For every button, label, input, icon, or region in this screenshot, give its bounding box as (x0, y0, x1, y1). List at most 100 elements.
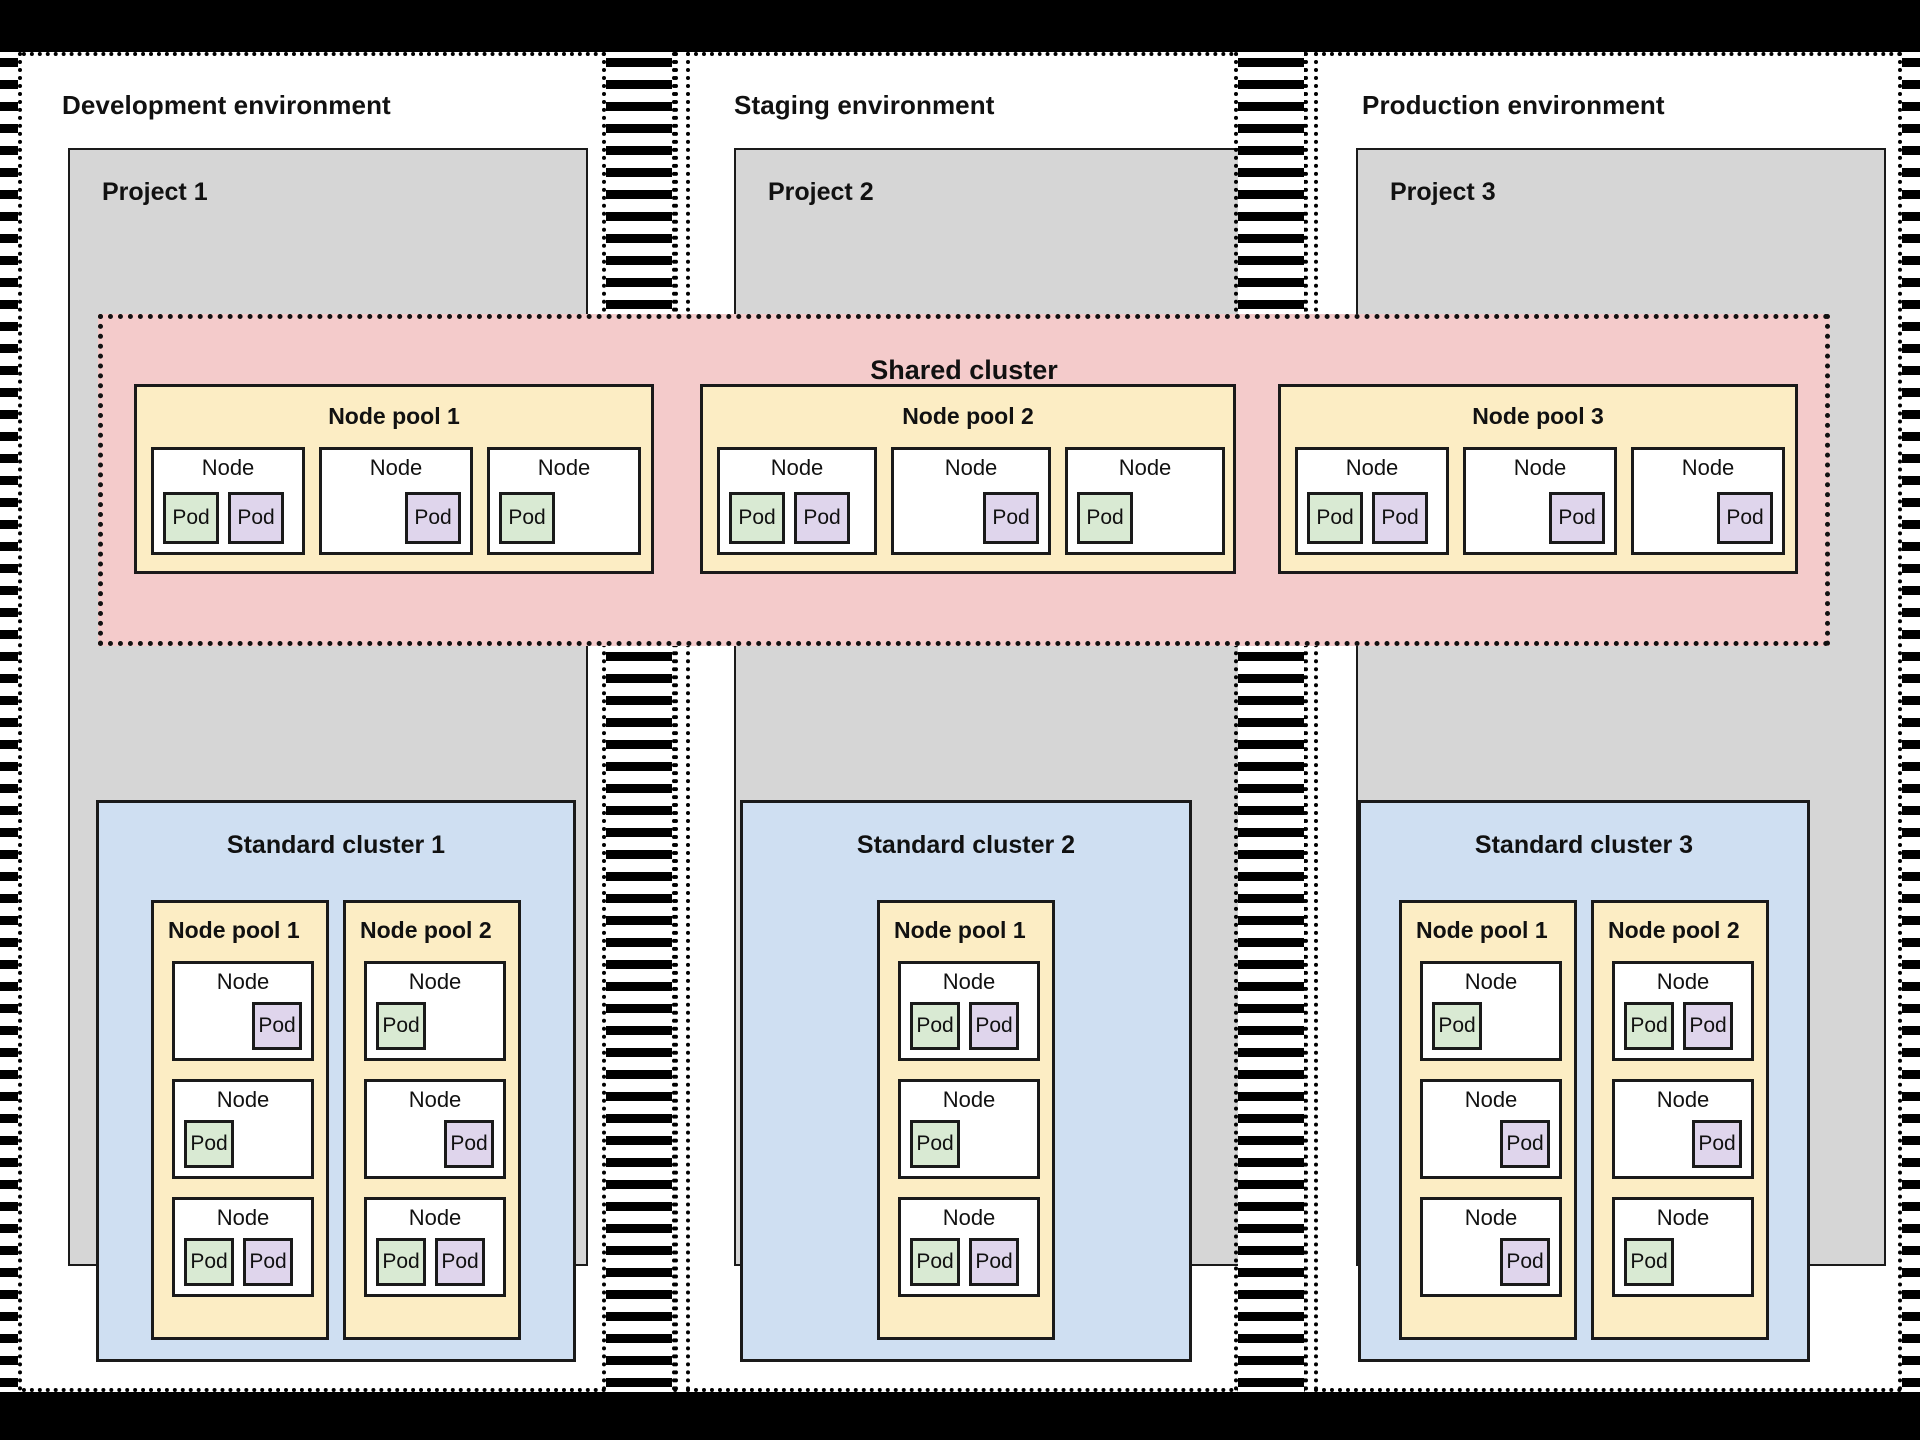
node-label: Node (216, 969, 270, 994)
node-label: Node (369, 455, 423, 480)
environment-title: Staging environment (734, 90, 995, 120)
node-pool-title: Node pool 1 (168, 917, 300, 943)
node-label: Node (1118, 455, 1172, 480)
pod-container: Pod (175, 1120, 311, 1168)
node-label: Node (1681, 455, 1735, 480)
node-label: Node (1464, 969, 1518, 994)
pod: Pod (376, 1238, 426, 1286)
node-label: Node (1464, 1087, 1518, 1112)
node-pool-title: Node pool 1 (1416, 917, 1548, 943)
pod: Pod (910, 1120, 960, 1168)
node-label: Node (942, 1205, 996, 1230)
pod: Pod (1307, 492, 1363, 544)
pod: Pod (1500, 1120, 1550, 1168)
project-title: Project 1 (102, 178, 208, 206)
pod: Pod (1624, 1238, 1674, 1286)
node-label: Node (1464, 1205, 1518, 1230)
pod-container: Pod (1423, 1120, 1559, 1168)
node-label: Node (770, 455, 824, 480)
node-label: Node (944, 455, 998, 480)
pod-container: Pod (1423, 1238, 1559, 1286)
pod-container: Pod (367, 1002, 503, 1050)
node-label: Node (216, 1205, 270, 1230)
node-label: Node (201, 455, 255, 480)
pod: Pod (1432, 1002, 1482, 1050)
pod-container: Pod (367, 1120, 503, 1168)
pod: Pod (910, 1238, 960, 1286)
pod-container: Pod (901, 1120, 1037, 1168)
pod-container: Pod (1068, 492, 1222, 544)
hatched-separator-dev-staging (602, 52, 676, 1392)
pod-container: Pod (1423, 1002, 1559, 1050)
pod: Pod (969, 1238, 1019, 1286)
node-label: Node (408, 969, 462, 994)
hatched-separator-left-edge (0, 52, 22, 1392)
standard-cluster-title: Standard cluster 2 (856, 831, 1076, 859)
pod: Pod (910, 1002, 960, 1050)
diagram-white-background: Development environment Project 1 Stagin… (0, 52, 1920, 1392)
pod: Pod (1372, 492, 1428, 544)
pod: Pod (435, 1238, 485, 1286)
pod: Pod (444, 1120, 494, 1168)
node-label: Node (1513, 455, 1567, 480)
pod: Pod (243, 1238, 293, 1286)
environment-title: Development environment (62, 90, 391, 120)
pod: Pod (163, 492, 219, 544)
pod: Pod (499, 492, 555, 544)
node-label: Node (942, 969, 996, 994)
pod: Pod (1549, 492, 1605, 544)
pod: Pod (794, 492, 850, 544)
pod: Pod (405, 492, 461, 544)
node-label: Node (216, 1087, 270, 1112)
node-label: Node (1656, 1087, 1710, 1112)
node-pool-title: Node pool 1 (894, 917, 1026, 943)
hatched-separator-right-edge (1898, 52, 1920, 1392)
pod-container: Pod (1466, 492, 1614, 544)
node-pool-title: Node pool 2 (1608, 917, 1740, 943)
pod-container: Pod (1634, 492, 1782, 544)
node-pool-title: Node pool 1 (328, 403, 460, 429)
pod-container: Pod (175, 1002, 311, 1050)
pod-container: Pod (490, 492, 638, 544)
standard-cluster-title: Standard cluster 1 (226, 831, 446, 859)
node-label: Node (408, 1205, 462, 1230)
node-label: Node (408, 1087, 462, 1112)
node-label: Node (1656, 1205, 1710, 1230)
pod-container: Pod (894, 492, 1048, 544)
pod: Pod (184, 1238, 234, 1286)
pod: Pod (376, 1002, 426, 1050)
standard-cluster-title: Standard cluster 3 (1474, 831, 1694, 859)
pod: Pod (184, 1120, 234, 1168)
pod: Pod (1692, 1120, 1742, 1168)
pod-container: Pod (1615, 1120, 1751, 1168)
pod: Pod (252, 1002, 302, 1050)
pod: Pod (983, 492, 1039, 544)
